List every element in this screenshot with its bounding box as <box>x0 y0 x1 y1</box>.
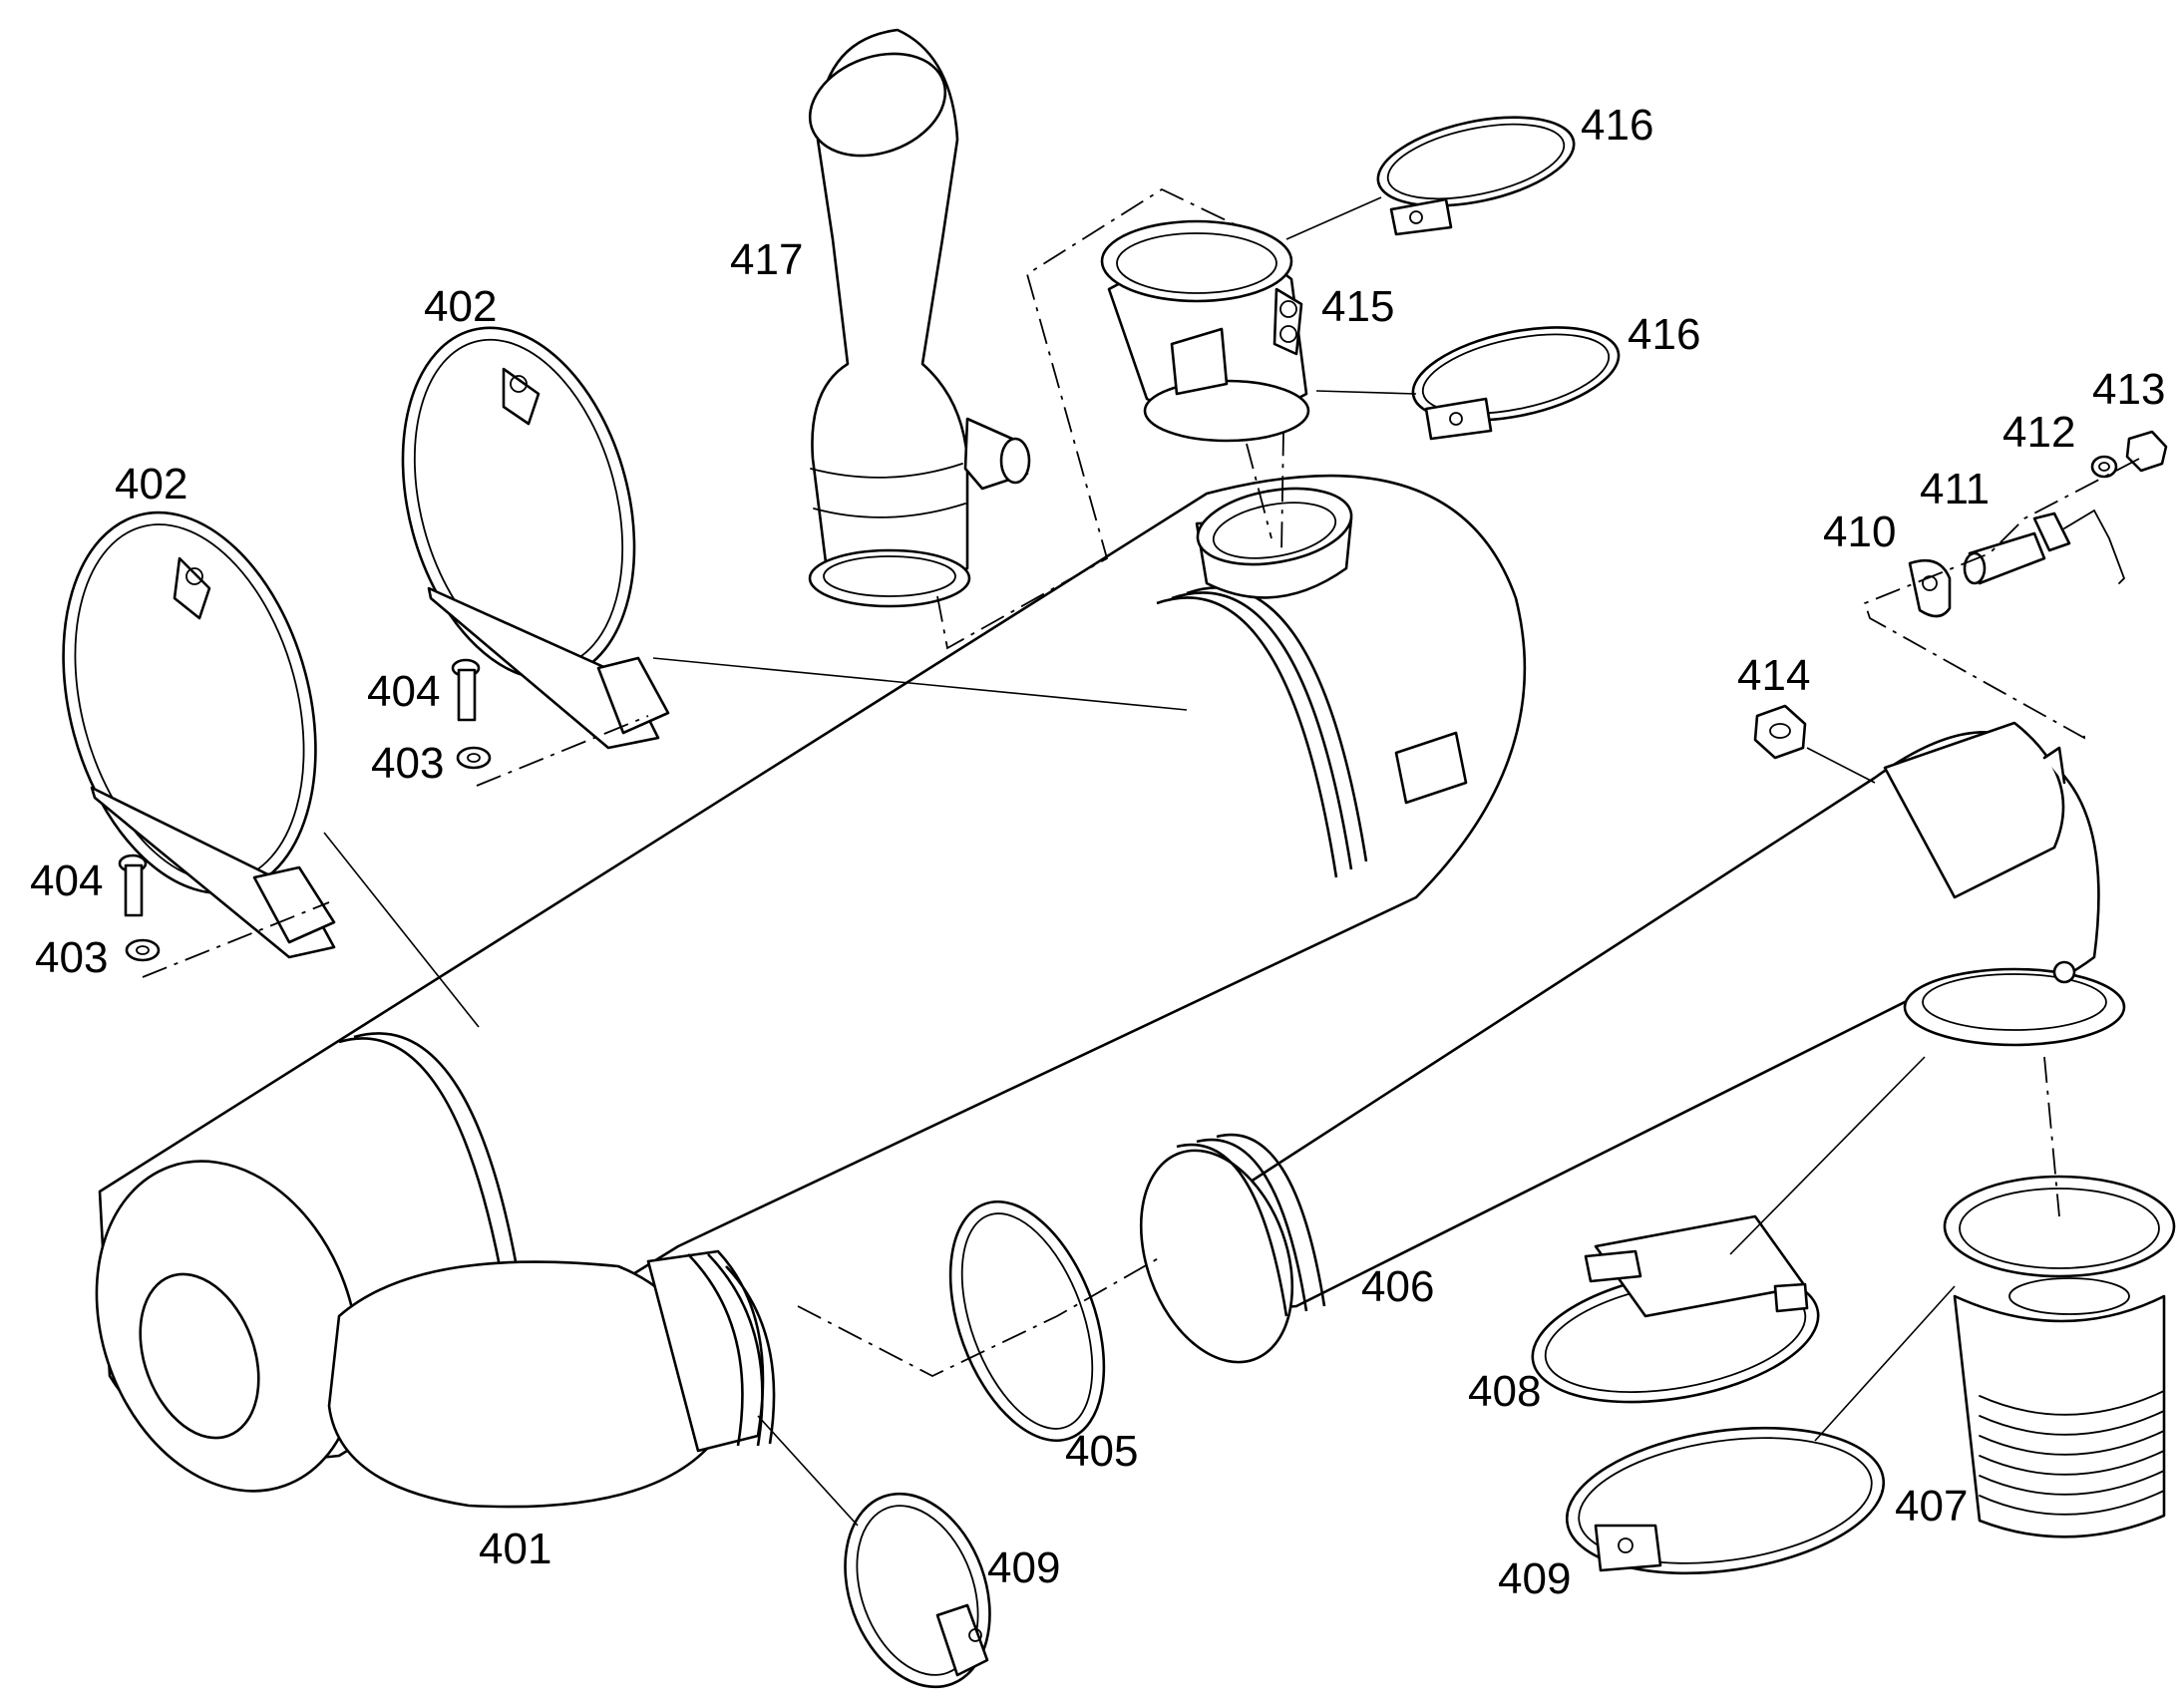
callout-407: 407 <box>1895 1482 1968 1531</box>
callout-406: 406 <box>1361 1262 1434 1311</box>
muffler-body-part-401 <box>95 474 1527 1509</box>
callout-403-left: 403 <box>35 933 108 982</box>
flex-bellows-part-407 <box>1943 1175 2176 1538</box>
assembly-line-415 <box>1246 443 1272 539</box>
v-band-clamp-part-409-left <box>757 1415 991 1689</box>
callout-402-left: 402 <box>115 460 187 509</box>
washer-part-412 <box>2090 455 2118 479</box>
nut-part-413 <box>2125 430 2168 473</box>
assembly-line-410 <box>1863 458 2140 740</box>
callout-413: 413 <box>2092 365 2165 414</box>
hex-nut-part-414 <box>1753 704 1876 784</box>
bolt-part-404-right <box>451 658 481 722</box>
callout-416-bottom: 416 <box>1628 310 1700 359</box>
callout-414: 414 <box>1737 651 1810 700</box>
callout-417: 417 <box>730 235 803 284</box>
callout-410: 410 <box>1823 508 1896 556</box>
callout-402-right: 402 <box>424 282 497 331</box>
v-band-clamp-part-416-top <box>1285 116 1576 240</box>
callout-405: 405 <box>1065 1427 1138 1476</box>
washer-part-403-right <box>456 746 492 770</box>
v-band-clamp-part-416-bottom <box>1315 326 1621 441</box>
callout-403-right: 403 <box>371 739 444 788</box>
callout-415: 415 <box>1321 282 1394 331</box>
exhaust-stack-part-417 <box>808 28 1031 608</box>
saddle-clamp-part-402-right <box>401 326 670 750</box>
sensor-housing-part-415 <box>1100 219 1310 443</box>
callout-404-right: 404 <box>367 667 440 716</box>
assembly-line-405 <box>797 1255 1163 1378</box>
temperature-sensor-part-411 <box>1963 509 2126 585</box>
tail-pipe-part-406 <box>1139 721 2126 1364</box>
bolt-part-404-left <box>118 854 148 917</box>
callout-416-top: 416 <box>1581 101 1653 150</box>
v-band-clamp-part-409-right <box>1565 1285 1956 1575</box>
assembly-line-407 <box>2043 1056 2060 1217</box>
callout-labels: 401 402 402 403 403 404 404 405 406 407 … <box>30 101 2165 1603</box>
callout-409-left: 409 <box>987 1543 1060 1592</box>
callout-412: 412 <box>2002 408 2075 457</box>
saddle-clamp-part-408 <box>1531 1056 1926 1404</box>
callout-409-right: 409 <box>1498 1554 1571 1603</box>
washer-part-403-left <box>125 938 161 962</box>
sealing-ring-part-405 <box>948 1199 1106 1443</box>
assembly-line-403-left <box>142 901 330 978</box>
callout-408: 408 <box>1468 1367 1541 1416</box>
callout-401: 401 <box>479 1525 551 1573</box>
callout-411: 411 <box>1920 465 1990 513</box>
assembly-line-403-right <box>476 715 649 787</box>
saddle-clamp-part-402-left <box>62 511 336 959</box>
callout-404-left: 404 <box>30 856 103 905</box>
gasket-part-410 <box>1908 558 1952 618</box>
